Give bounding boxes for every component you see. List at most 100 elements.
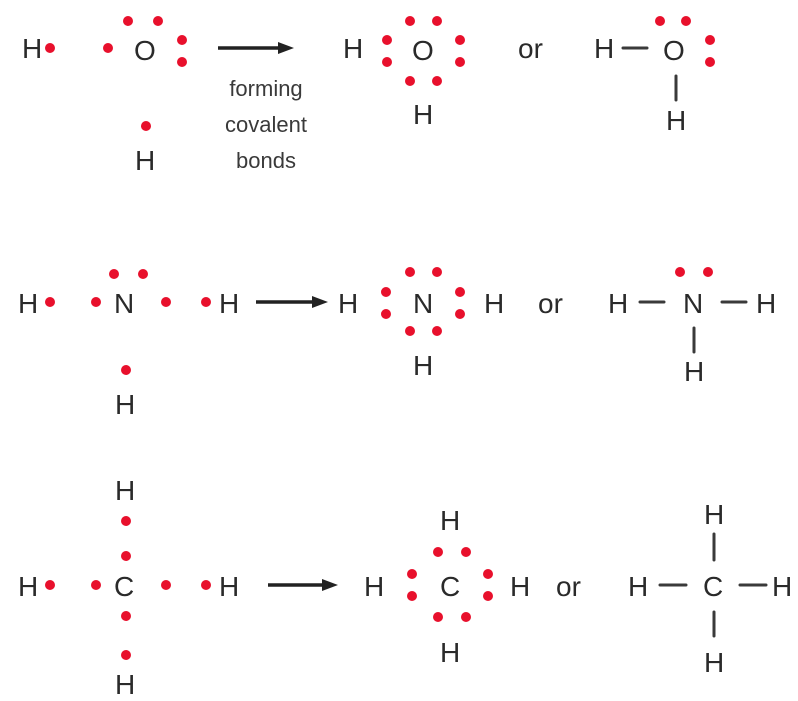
methane-struct-carbon: C: [703, 571, 723, 602]
methane-lewis-structure: H H C H H: [364, 505, 530, 668]
electron-dot: [405, 16, 415, 26]
row-methane: H H C H H H H C: [18, 475, 792, 700]
electron-dot: [432, 326, 442, 336]
ammonia-reaction-arrow: [256, 296, 328, 308]
electron-dot: [161, 297, 171, 307]
electron-dot: [141, 121, 151, 131]
electron-dot: [382, 35, 392, 45]
water-reactant-h-bottom: H: [135, 145, 155, 176]
ammonia-reactant-nitrogen: N: [114, 288, 134, 319]
arrow-label-line-1: forming: [229, 76, 302, 101]
electron-dot: [121, 611, 131, 621]
row-ammonia: H N H H H N H: [18, 267, 776, 420]
electron-dot: [461, 612, 471, 622]
ammonia-lewis-h-left: H: [338, 288, 358, 319]
methane-lewis-carbon: C: [440, 571, 460, 602]
electron-dot: [455, 35, 465, 45]
arrow-head: [322, 579, 338, 591]
electron-dot: [45, 297, 55, 307]
electron-dot: [455, 309, 465, 319]
ammonia-reactant-h-right: H: [219, 288, 239, 319]
electron-dot: [655, 16, 665, 26]
electron-dot: [705, 35, 715, 45]
electron-dot: [407, 569, 417, 579]
electron-dot: [705, 57, 715, 67]
methane-lewis-h-left: H: [364, 571, 384, 602]
electron-dot: [455, 287, 465, 297]
ammonia-reactants: H N H H: [18, 269, 239, 420]
methane-struct-h-right: H: [772, 571, 792, 602]
ammonia-struct-nitrogen: N: [683, 288, 703, 319]
electron-dot: [201, 297, 211, 307]
electron-dot: [483, 569, 493, 579]
electron-dot: [461, 547, 471, 557]
electron-dot: [455, 57, 465, 67]
row-water: H O H forming covalent bonds H O: [22, 16, 715, 176]
methane-lewis-h-right: H: [510, 571, 530, 602]
electron-dot: [681, 16, 691, 26]
water-reaction-arrow: forming covalent bonds: [218, 42, 307, 173]
electron-dot: [432, 16, 442, 26]
electron-dot: [177, 35, 187, 45]
ammonia-lewis-h-right: H: [484, 288, 504, 319]
electron-dot: [703, 267, 713, 277]
water-struct-oxygen: O: [663, 35, 685, 66]
water-or-label: or: [518, 33, 543, 64]
water-struct-h-left: H: [594, 33, 614, 64]
electron-dot: [432, 267, 442, 277]
methane-reaction-arrow: [268, 579, 338, 591]
methane-struct-h-left: H: [628, 571, 648, 602]
electron-dot: [91, 297, 101, 307]
ammonia-structural-formula: H N H H: [608, 267, 776, 387]
electron-dot: [432, 76, 442, 86]
water-reactants: H O H: [22, 16, 187, 176]
electron-dot: [45, 580, 55, 590]
methane-struct-h-top: H: [704, 499, 724, 530]
methane-reactant-h-right: H: [219, 571, 239, 602]
ammonia-reactant-h-left: H: [18, 288, 38, 319]
ammonia-struct-h-bottom: H: [684, 356, 704, 387]
ammonia-struct-h-right: H: [756, 288, 776, 319]
electron-dot: [121, 365, 131, 375]
ammonia-or-label: or: [538, 288, 563, 319]
methane-reactant-h-top: H: [115, 475, 135, 506]
methane-lewis-h-top: H: [440, 505, 460, 536]
methane-reactant-h-bottom: H: [115, 669, 135, 696]
electron-dot: [675, 267, 685, 277]
arrow-head: [278, 42, 294, 54]
electron-dot: [381, 309, 391, 319]
electron-dot: [201, 580, 211, 590]
ammonia-lewis-nitrogen: N: [413, 288, 433, 319]
electron-dot: [407, 591, 417, 601]
electron-dot: [405, 76, 415, 86]
electron-dot: [91, 580, 101, 590]
electron-dot: [177, 57, 187, 67]
electron-dot: [138, 269, 148, 279]
arrow-head: [312, 296, 328, 308]
ammonia-lewis-h-bottom: H: [413, 350, 433, 381]
electron-dot: [381, 287, 391, 297]
ammonia-lewis-structure: H N H H: [338, 267, 504, 381]
water-reactant-h-left: H: [22, 33, 42, 64]
arrow-label-line-2: covalent: [225, 112, 307, 137]
electron-dot: [121, 551, 131, 561]
ammonia-struct-h-left: H: [608, 288, 628, 319]
methane-struct-h-bottom: H: [704, 647, 724, 678]
electron-dot: [433, 612, 443, 622]
electron-dot: [433, 547, 443, 557]
water-lewis-h-left: H: [343, 33, 363, 64]
methane-structural-formula: H H C H H: [628, 499, 792, 678]
electron-dot: [405, 326, 415, 336]
electron-dot: [109, 269, 119, 279]
methane-reactant-carbon: C: [114, 571, 134, 602]
electron-dot: [121, 516, 131, 526]
electron-dot: [382, 57, 392, 67]
methane-or-label: or: [556, 571, 581, 602]
electron-dot: [161, 580, 171, 590]
water-lewis-oxygen: O: [412, 35, 434, 66]
electron-dot: [45, 43, 55, 53]
water-reactant-oxygen: O: [134, 35, 156, 66]
water-structural-formula: H O H: [594, 16, 715, 136]
